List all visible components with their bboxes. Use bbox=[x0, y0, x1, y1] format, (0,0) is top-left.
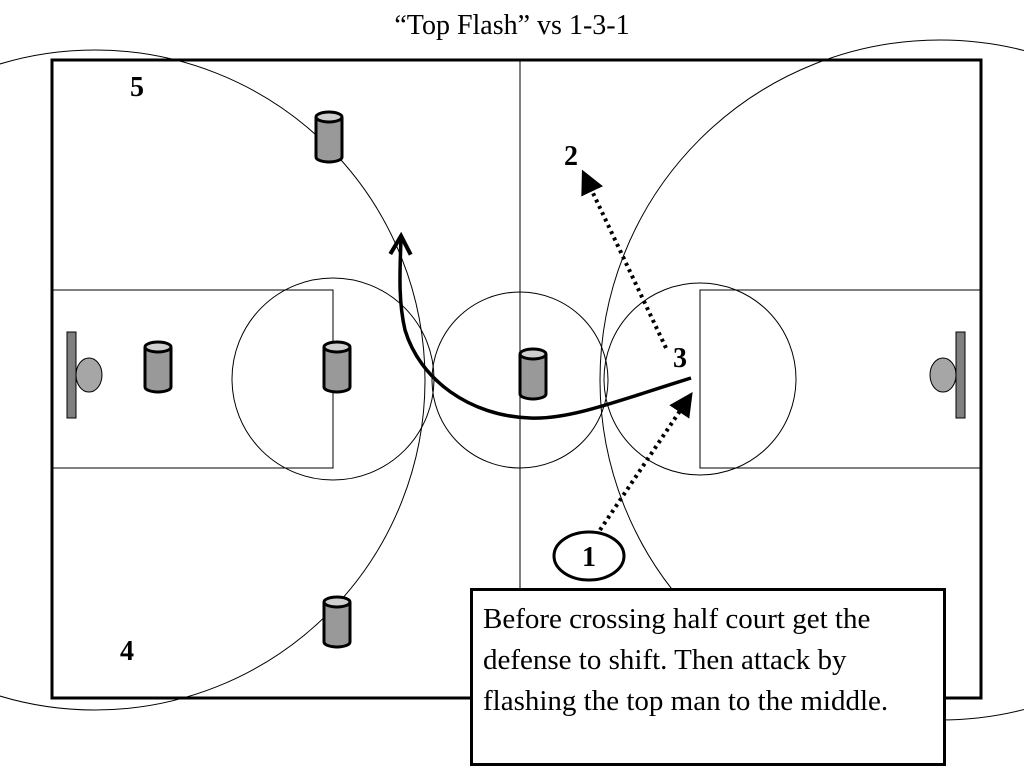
right-backboard bbox=[955, 331, 966, 419]
cone-icon bbox=[314, 110, 344, 164]
player-5-label: 5 bbox=[130, 72, 144, 103]
player-1-ring bbox=[552, 530, 626, 582]
cone-icon bbox=[143, 340, 173, 394]
player-3-label: 3 bbox=[673, 343, 687, 374]
cone-icon bbox=[322, 340, 352, 394]
player-1-label: 1 bbox=[582, 542, 596, 573]
center-circle bbox=[431, 291, 609, 469]
right-rim bbox=[929, 357, 957, 393]
cone-icon bbox=[322, 595, 352, 649]
player-2-label: 2 bbox=[564, 141, 578, 172]
callout-box: Before crossing half court get the defen… bbox=[470, 588, 946, 766]
left-rim bbox=[75, 357, 103, 393]
page-title: “Top Flash” vs 1-3-1 bbox=[394, 10, 630, 41]
left-three-point-arc bbox=[0, 49, 426, 711]
right-lane bbox=[699, 289, 982, 469]
left-backboard bbox=[66, 331, 77, 419]
callout-text: Before crossing half court get the defen… bbox=[483, 603, 889, 717]
cone-icon bbox=[518, 347, 548, 401]
player-4-label: 4 bbox=[120, 636, 134, 667]
right-free-throw-circle bbox=[603, 282, 797, 476]
solid-path-3-flash bbox=[400, 238, 692, 420]
dotted-path-3-to-2 bbox=[581, 169, 668, 349]
dotted-path-1-to-3 bbox=[598, 392, 693, 532]
